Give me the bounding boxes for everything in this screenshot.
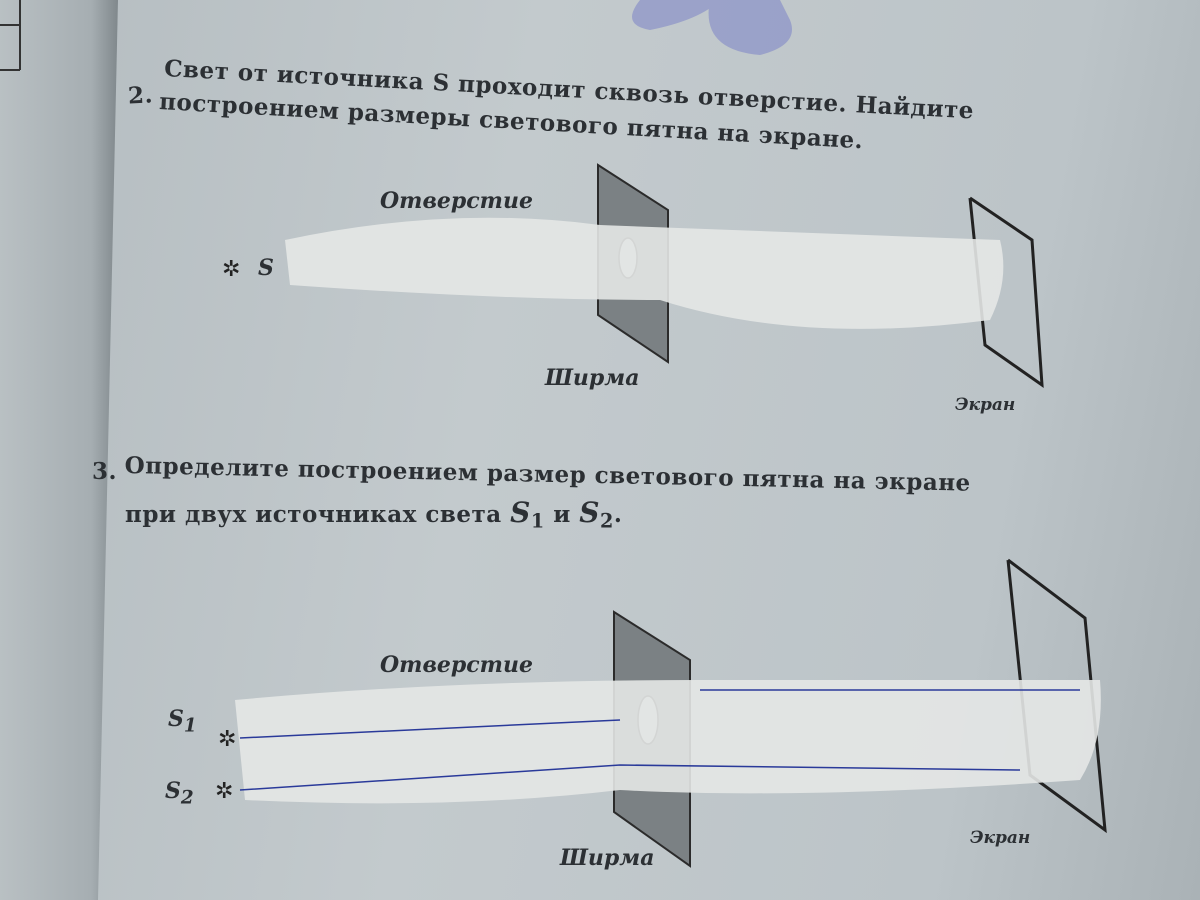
hole-label: Отверстие	[380, 188, 533, 214]
task2-number: 2.	[127, 81, 154, 110]
source2-label: S2	[165, 778, 194, 808]
task3-number: 3.	[92, 458, 118, 485]
shirma-label-3: Ширма	[560, 845, 655, 871]
star-icon: ✲	[215, 779, 233, 804]
diagram-3: ✲ ✲	[215, 558, 1107, 868]
star-icon: ✲	[218, 727, 236, 752]
star-icon: ✲	[222, 257, 240, 282]
previous-page-edge	[0, 0, 118, 900]
s1: S	[510, 496, 531, 529]
s2-sub: 2	[600, 509, 614, 533]
s2: S	[579, 496, 601, 529]
s1-sub: 1	[530, 509, 545, 533]
screen-label: Экран	[955, 395, 1016, 415]
pen-lines	[239, 689, 1080, 791]
correction-fluid	[235, 680, 1101, 804]
end: .	[613, 501, 623, 528]
hole-label-3: Отверстие	[380, 652, 533, 678]
s2-text: S	[165, 778, 181, 804]
screen-label-3: Экран	[970, 828, 1031, 848]
source-label: S	[258, 255, 274, 281]
s1-text: S	[168, 706, 184, 732]
shirma-label: Ширма	[545, 365, 640, 391]
task3-line2: при двух источниках света S1 и S2.	[125, 496, 622, 533]
source1-label: S1	[168, 706, 197, 736]
s1-sub-text: 1	[183, 715, 197, 737]
left-page-grid	[0, 0, 21, 71]
line2-prefix: при двух источниках света	[125, 501, 511, 528]
correction-fluid	[285, 217, 1004, 329]
conj: и	[544, 501, 580, 528]
diagram-2: ✲	[222, 163, 1044, 389]
s2-sub-text: 2	[180, 787, 194, 809]
doodle	[632, 0, 792, 55]
